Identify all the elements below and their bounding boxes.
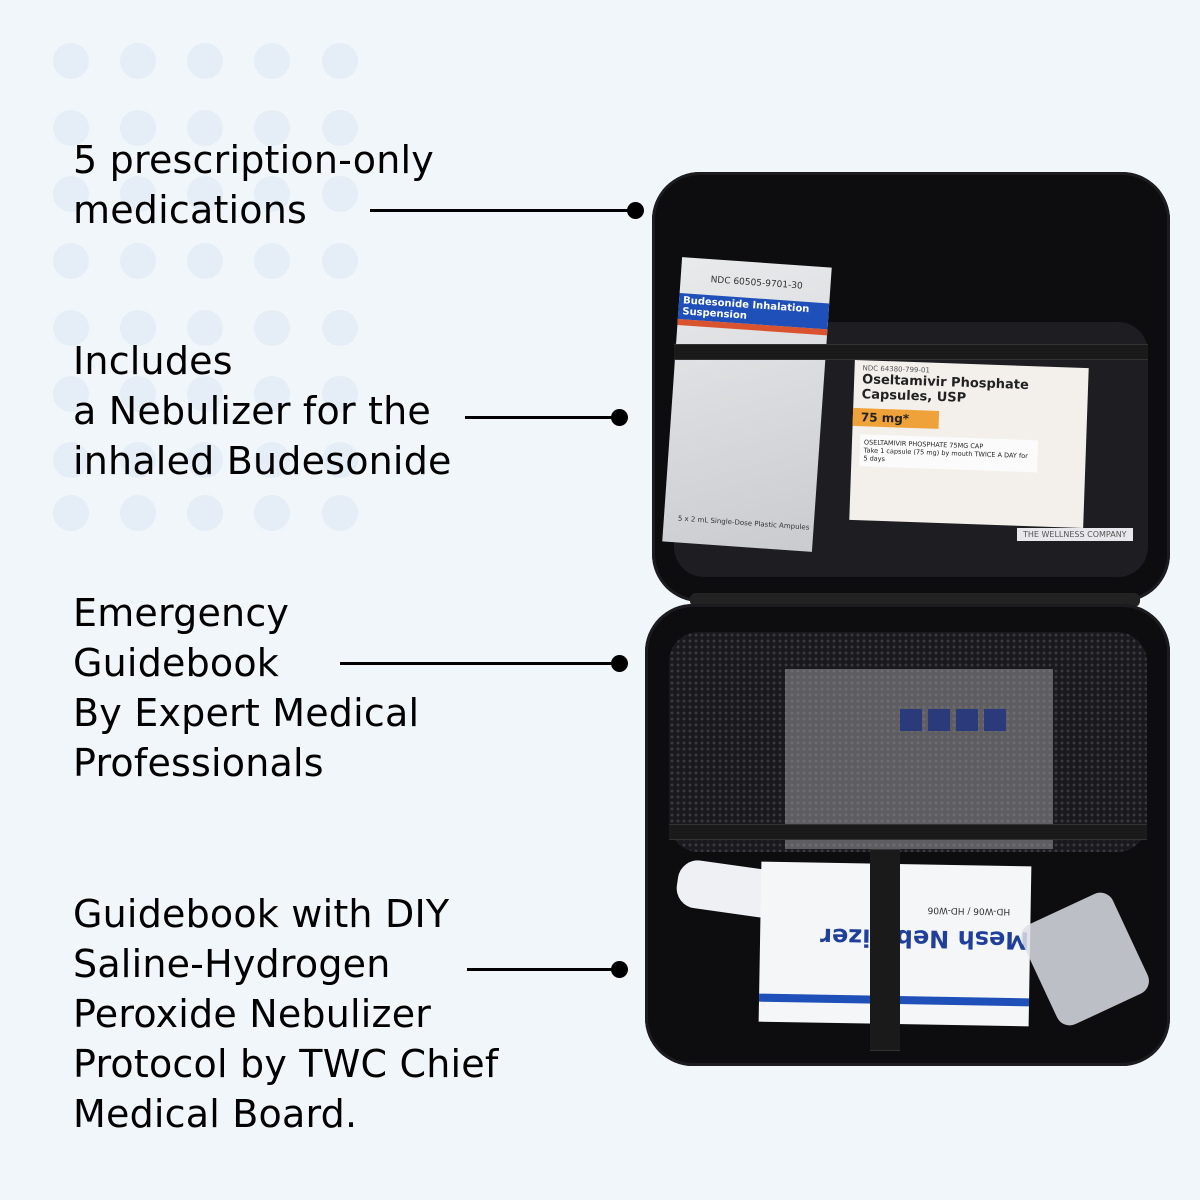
background-dot [187,376,223,412]
guidebook-icons [900,709,1010,731]
callout-prescription-medications: 5 prescription-only medications [73,135,434,235]
background-dot [120,110,156,146]
background-dot [254,310,290,346]
elastic-band-vertical [870,849,900,1051]
background-dot [53,43,89,79]
background-dot [322,110,358,146]
background-dot [322,43,358,79]
background-dot [120,176,156,212]
leader-line-protocol [467,961,628,978]
leader-line-nebulizer [465,409,628,426]
background-dot [187,243,223,279]
background-dot [254,110,290,146]
background-dot [254,495,290,531]
callout-line: By Expert Medical [73,691,420,735]
box-name: Oseltamivir Phosphate Capsules, USP [861,372,1030,406]
callout-line: Protocol by TWC Chief [73,1042,499,1086]
saline-bottle [674,857,772,919]
pocket-elastic-strap [674,344,1148,360]
background-dot [187,310,223,346]
case-lower-base: HD-W06 / HD-W06 Mesh Nebulizer [645,604,1170,1066]
nebulizer-box-label: Mesh Nebulizer [819,922,1030,955]
callout-line: a Nebulizer for the [73,389,432,433]
background-dot [322,243,358,279]
background-dot [254,442,290,478]
callout-line: Emergency [73,591,290,635]
background-dot [120,376,156,412]
background-dot [53,442,89,478]
background-dot [53,176,89,212]
callout-emergency-guidebook: Emergency Guidebook By Expert Medical Pr… [73,588,419,788]
callout-line: Guidebook with DIY [73,892,450,936]
nebulizer-device [1016,888,1154,1030]
callout-line: Peroxide Nebulizer [73,992,432,1036]
callout-line: Medical Board. [73,1092,358,1136]
brand-card: THE WELLNESS COMPANY [1017,528,1133,541]
pouch-ndc: NDC 60505-9701-30 [710,275,804,292]
box-strength: 75 mg* [852,407,940,429]
background-dot [322,376,358,412]
background-dot [254,176,290,212]
mesh-pocket-elastic-strap [669,824,1147,840]
background-dot [187,43,223,79]
background-dot [322,442,358,478]
callout-line: Guidebook [73,641,280,685]
background-dot [254,43,290,79]
background-dot [187,110,223,146]
background-dot [120,442,156,478]
background-dot [53,495,89,531]
nebulizer-model: HD-W06 / HD-W06 [927,904,1011,917]
background-dot [254,243,290,279]
background-dot [120,495,156,531]
guidebook [785,669,1053,849]
background-dot [322,495,358,531]
callout-line: Professionals [73,741,324,785]
background-dot [120,310,156,346]
background-dot [187,176,223,212]
rx-label: OSELTAMIVIR PHOSPHATE 75MG CAP Take 1 ca… [859,434,1039,473]
background-dot [187,495,223,531]
background-dot [187,442,223,478]
callout-line: Includes [73,339,233,383]
callout-nebulizer: Includes a Nebulizer for the inhaled Bud… [73,336,452,486]
background-dot [254,376,290,412]
background-dot [322,310,358,346]
background-dot [120,243,156,279]
callout-line: inhaled Budesonide [73,439,452,483]
case-zipper [690,593,1140,607]
leader-line-medications [370,202,644,219]
oseltamivir-box: NDC 64380-799-01 Oseltamivir Phosphate C… [849,359,1089,529]
pouch-footer: 5 x 2 mL Single-Dose Plastic Ampules [677,514,810,532]
background-dot [120,43,156,79]
leader-line-guidebook [340,655,628,672]
callout-line: Saline-Hydrogen [73,942,391,986]
case-upper-lid: NDC 60505-9701-30 Budesonide Inhalation … [652,172,1170,602]
background-dot [322,176,358,212]
background-dot [53,243,89,279]
callout-diy-protocol: Guidebook with DIY Saline-Hydrogen Perox… [73,889,498,1139]
callout-line: medications [73,188,308,232]
callout-line: 5 prescription-only [73,138,434,182]
background-dot [53,310,89,346]
background-dot [53,376,89,412]
background-dot [53,110,89,146]
budesonide-pouch: NDC 60505-9701-30 Budesonide Inhalation … [662,257,832,552]
